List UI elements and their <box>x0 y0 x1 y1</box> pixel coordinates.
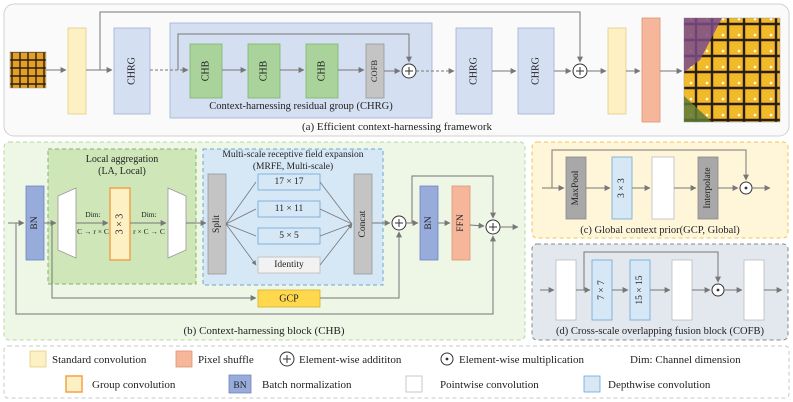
chb-label-3: CHB <box>316 60 327 81</box>
chrg-label-2: CHRG <box>468 57 479 85</box>
la-subtitle: (LA, Local) <box>98 166 146 177</box>
legend-pixel-shuffle: Pixel shuffle <box>198 354 254 366</box>
legend-dim-note: Dim: Channel dimension <box>630 354 741 366</box>
dim-value-right: r × C → C <box>133 227 165 236</box>
cofb-dw-15x15-label: 15 × 15 <box>635 275 645 304</box>
pointwise-expand-trapezoid <box>57 187 77 259</box>
cofb-label-top: COFB <box>369 60 379 83</box>
chrg-label-1: CHRG <box>126 57 137 85</box>
input-image <box>9 51 47 89</box>
cofb-caption: (d) Cross-scale overlapping fusion block… <box>556 326 764 337</box>
mrfe-title: Multi-scale receptive field expansion <box>222 149 363 160</box>
bn-label-1: BN <box>30 216 40 229</box>
standard-conv-out <box>607 27 627 115</box>
chb-caption: (b) Context-harnessing block (CHB) <box>184 325 345 337</box>
dim-label-right: Dim: <box>141 210 156 219</box>
panel-gcp: MaxPool 3 × 3 Interpolate (c) Global con… <box>531 141 789 239</box>
pointwise-reduce-trapezoid <box>167 187 187 259</box>
legend-standard-conv: Standard convolution <box>52 354 147 366</box>
gcp-caption: (c) Global context prior(GCP, Global) <box>580 225 740 236</box>
cofb-pointwise-2 <box>671 259 693 321</box>
dim-label-left: Dim: <box>85 210 100 219</box>
group-conv-3x3 <box>109 187 131 261</box>
cofb-pointwise-1 <box>555 259 577 321</box>
cofb-dw-7x7-label: 7 × 7 <box>597 280 607 300</box>
legend-bn-abbr: BN <box>233 381 246 391</box>
legend-swatch-group-conv <box>65 375 83 393</box>
output-image <box>683 17 781 123</box>
concat-label: Concat <box>358 210 368 237</box>
cofb-pointwise-3 <box>743 259 765 321</box>
legend-elem-add: Element-wise addititon <box>299 354 402 366</box>
legend-swatch-pixel-shuffle <box>175 350 193 368</box>
legend-swatch-standard-conv <box>29 350 47 368</box>
la-title: Local aggregation <box>86 154 158 165</box>
gcp-label: GCP <box>279 293 299 304</box>
dw-17x17-label: 17 × 17 <box>274 177 303 187</box>
ffn-label: FFN <box>456 214 466 232</box>
chrg-block-2 <box>455 27 493 115</box>
group-conv-3x3-label: 3 × 3 <box>114 214 125 235</box>
legend-depthwise: Depthwise convolution <box>608 379 711 391</box>
legend-group-conv: Group convolution <box>92 379 176 391</box>
interpolate-label: Interpolate <box>703 167 713 208</box>
dw-11x11-label: 11 × 11 <box>275 204 304 214</box>
chrg-group-caption: Context-harnessing residual group (CHRG) <box>209 101 393 112</box>
chb-label-1: CHB <box>200 60 211 81</box>
chb-block-1 <box>189 43 223 99</box>
legend-swatch-depthwise <box>583 375 601 393</box>
chrg-block-3 <box>517 27 555 115</box>
legend: Standard convolution Pixel shuffle Eleme… <box>3 345 790 399</box>
gcp-pointwise <box>651 156 675 220</box>
bn-label-2: BN <box>424 216 434 229</box>
standard-conv-in <box>67 27 87 115</box>
dw-5x5-label: 5 × 5 <box>279 231 299 241</box>
identity-label: Identity <box>274 260 304 270</box>
chrg-label-3: CHRG <box>530 57 541 85</box>
pixel-shuffle-block <box>641 17 661 123</box>
panel-cofb: 7 × 7 15 × 15 (d) Cross-scale overlappin… <box>531 243 789 341</box>
legend-pointwise: Pointwise convolution <box>440 379 539 391</box>
panel-framework: CHRG CHB CHB CHB COFB Context-harnessing… <box>3 3 790 137</box>
maxpool-label: MaxPool <box>571 170 581 205</box>
legend-batch-norm: Batch normalization <box>262 379 352 391</box>
gcp-dw-3x3-label: 3 × 3 <box>617 178 627 198</box>
chb-label-2: CHB <box>258 60 269 81</box>
panel-chb: Local aggregation (LA, Local) BN 3 × 3 D… <box>3 141 526 341</box>
legend-swatch-bn <box>228 374 252 394</box>
ffn-block <box>451 185 471 261</box>
chrg-block-1 <box>113 27 151 115</box>
mrfe-subtitle: (MRFE, Multi-scale) <box>253 161 333 172</box>
split-label: Split <box>212 215 222 233</box>
legend-swatch-pointwise <box>405 375 423 393</box>
chb-block-2 <box>247 43 281 99</box>
chb-block-3 <box>305 43 339 99</box>
dim-value-left: C → r × C <box>77 227 109 236</box>
legend-elem-mul: Element-wise multiplication <box>459 354 584 366</box>
framework-caption: (a) Efficient context-harnessing framewo… <box>302 121 493 133</box>
